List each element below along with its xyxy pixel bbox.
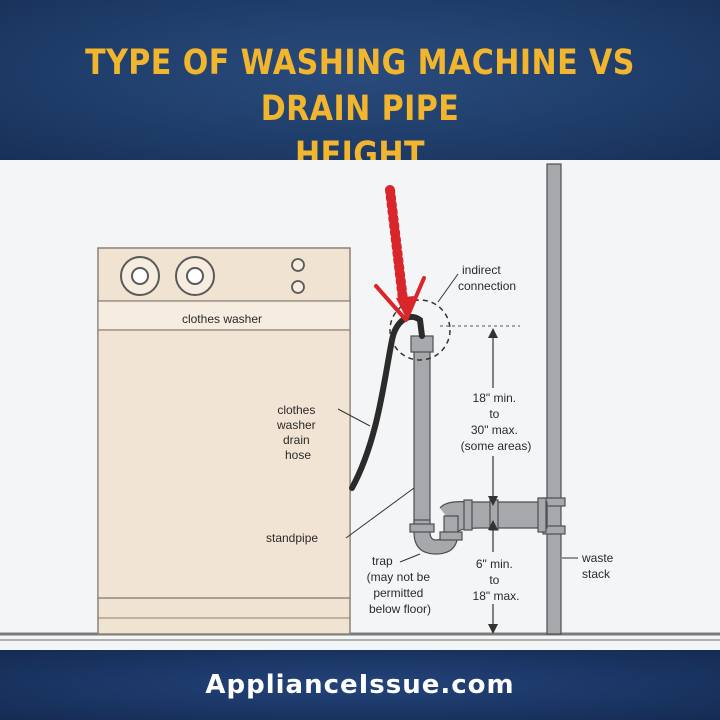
- footer-banner: [0, 650, 720, 720]
- website-link[interactable]: ApplianceIssue.com: [205, 670, 515, 700]
- drain-diagram: clothes washer: [0, 160, 720, 650]
- clothes-washer: [97, 247, 351, 635]
- trap-pipe: [409, 515, 463, 555]
- header-banner: [0, 0, 720, 160]
- standpipe-label: standpipe: [266, 531, 318, 545]
- page-title: TYPE OF WASHING MACHINE VS DRAIN PIPE HE…: [50, 40, 669, 178]
- trap-leader: [399, 553, 421, 563]
- height-lower-label: 6" min. to 18" max.: [473, 557, 520, 603]
- height-dimension-upper: [440, 325, 520, 506]
- indirect-connection-circle: [389, 299, 451, 361]
- washer-label: clothes washer: [182, 312, 262, 326]
- waste-stack-label: waste stack: [581, 551, 617, 581]
- washer-button-bottom: [291, 280, 305, 294]
- indirect-connection-label: indirect connection: [458, 263, 516, 293]
- height-dimension-lower: [488, 520, 498, 634]
- standpipe-leader: [345, 487, 415, 539]
- indirect-connection-leader: [437, 273, 459, 303]
- red-arrow-icon: [374, 185, 426, 322]
- hose-label: clothes washer drain hose: [276, 403, 319, 462]
- drain-hose: [349, 313, 425, 491]
- waste-stack-pipe: [542, 163, 566, 635]
- height-upper-label: 18" min. to 30" max. (some areas): [461, 391, 532, 453]
- washer-knob-left: [120, 256, 160, 296]
- washer-button-top: [291, 258, 305, 272]
- horizontal-drain-pipe: [439, 497, 548, 533]
- standpipe: [410, 335, 434, 523]
- title-line-1: TYPE OF WASHING MACHINE VS DRAIN PIPE: [85, 43, 635, 129]
- hose-leader: [337, 408, 371, 427]
- trap-label: trap (may not be permitted below floor): [367, 554, 434, 616]
- drain-diagram-svg: clothes washer: [0, 163, 720, 641]
- washer-knob-right: [175, 256, 215, 296]
